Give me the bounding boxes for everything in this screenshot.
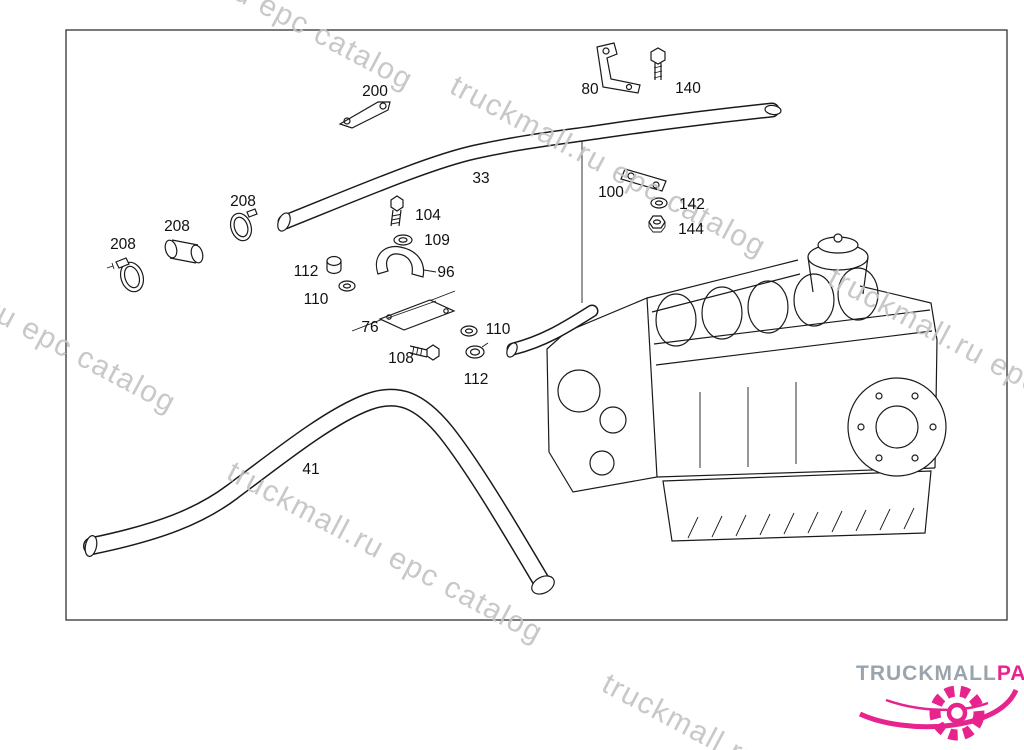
part-callout-112-1: 112 xyxy=(294,263,319,280)
part-callout-144: 144 xyxy=(678,221,704,238)
gear-teeth xyxy=(929,685,985,741)
clamp-112-lower xyxy=(465,342,489,359)
gear-icon xyxy=(929,685,985,741)
brand-logo: TRUCKMALLPARTS xyxy=(856,662,1024,741)
brand-name: TRUCKMALL xyxy=(856,662,997,685)
diagram-border xyxy=(65,29,1008,621)
part-callout-208-2: 208 xyxy=(164,218,190,235)
part-callout-100: 100 xyxy=(598,184,624,201)
bracket-80 xyxy=(596,42,641,94)
part-callout-112-2: 112 xyxy=(464,371,489,388)
part-callout-200: 200 xyxy=(362,83,388,100)
clamp-208-1 xyxy=(229,208,258,242)
callout-layer: 200 80 140 33 100 142 144 208 208 208 10… xyxy=(110,80,705,478)
clamp-208-2 xyxy=(106,257,145,293)
part-callout-108: 108 xyxy=(388,350,414,367)
part-callout-80: 80 xyxy=(581,81,599,98)
hose-208 xyxy=(164,239,204,264)
part-callout-208-3: 208 xyxy=(110,236,136,253)
air-intake-dome xyxy=(807,233,869,295)
swoosh-graphic-small xyxy=(885,698,989,712)
part-callout-109: 109 xyxy=(424,232,450,249)
washer-109 xyxy=(393,234,413,246)
brand-accent: PARTS xyxy=(997,662,1024,685)
grommet-142 xyxy=(650,197,668,209)
bracket-100 xyxy=(620,168,667,192)
gasket-76 xyxy=(378,299,456,331)
engine-block xyxy=(546,233,947,542)
gear-hub xyxy=(946,702,968,724)
engine-inlet-elbow xyxy=(506,304,599,358)
clamp-112-upper xyxy=(326,255,342,275)
part-callout-142: 142 xyxy=(679,196,705,213)
bolt-140 xyxy=(650,47,666,80)
part-callout-76: 76 xyxy=(361,319,378,336)
brand-logo-text: TRUCKMALLPARTS xyxy=(856,662,1024,685)
pipe-41 xyxy=(83,388,555,595)
part-callout-33: 33 xyxy=(472,170,489,187)
swoosh-graphic xyxy=(858,688,1019,730)
part-callout-140: 140 xyxy=(675,80,701,97)
part-callout-110-1: 110 xyxy=(304,291,329,308)
flywheel-housing xyxy=(847,377,947,477)
washer-110-upper xyxy=(338,280,356,292)
pipe-33 xyxy=(277,102,782,232)
part-callout-208-1: 208 xyxy=(230,193,256,210)
washer-110-lower xyxy=(460,325,478,337)
part-callout-104: 104 xyxy=(415,207,441,224)
part-callout-110-2: 110 xyxy=(486,321,511,338)
bolt-104 xyxy=(390,195,404,227)
part-callout-41: 41 xyxy=(302,461,319,478)
nut-144 xyxy=(648,215,666,233)
elbow-96 xyxy=(375,245,425,278)
bracket-200 xyxy=(338,101,391,129)
part-callout-96: 96 xyxy=(437,264,454,281)
bolt-108 xyxy=(409,344,440,361)
